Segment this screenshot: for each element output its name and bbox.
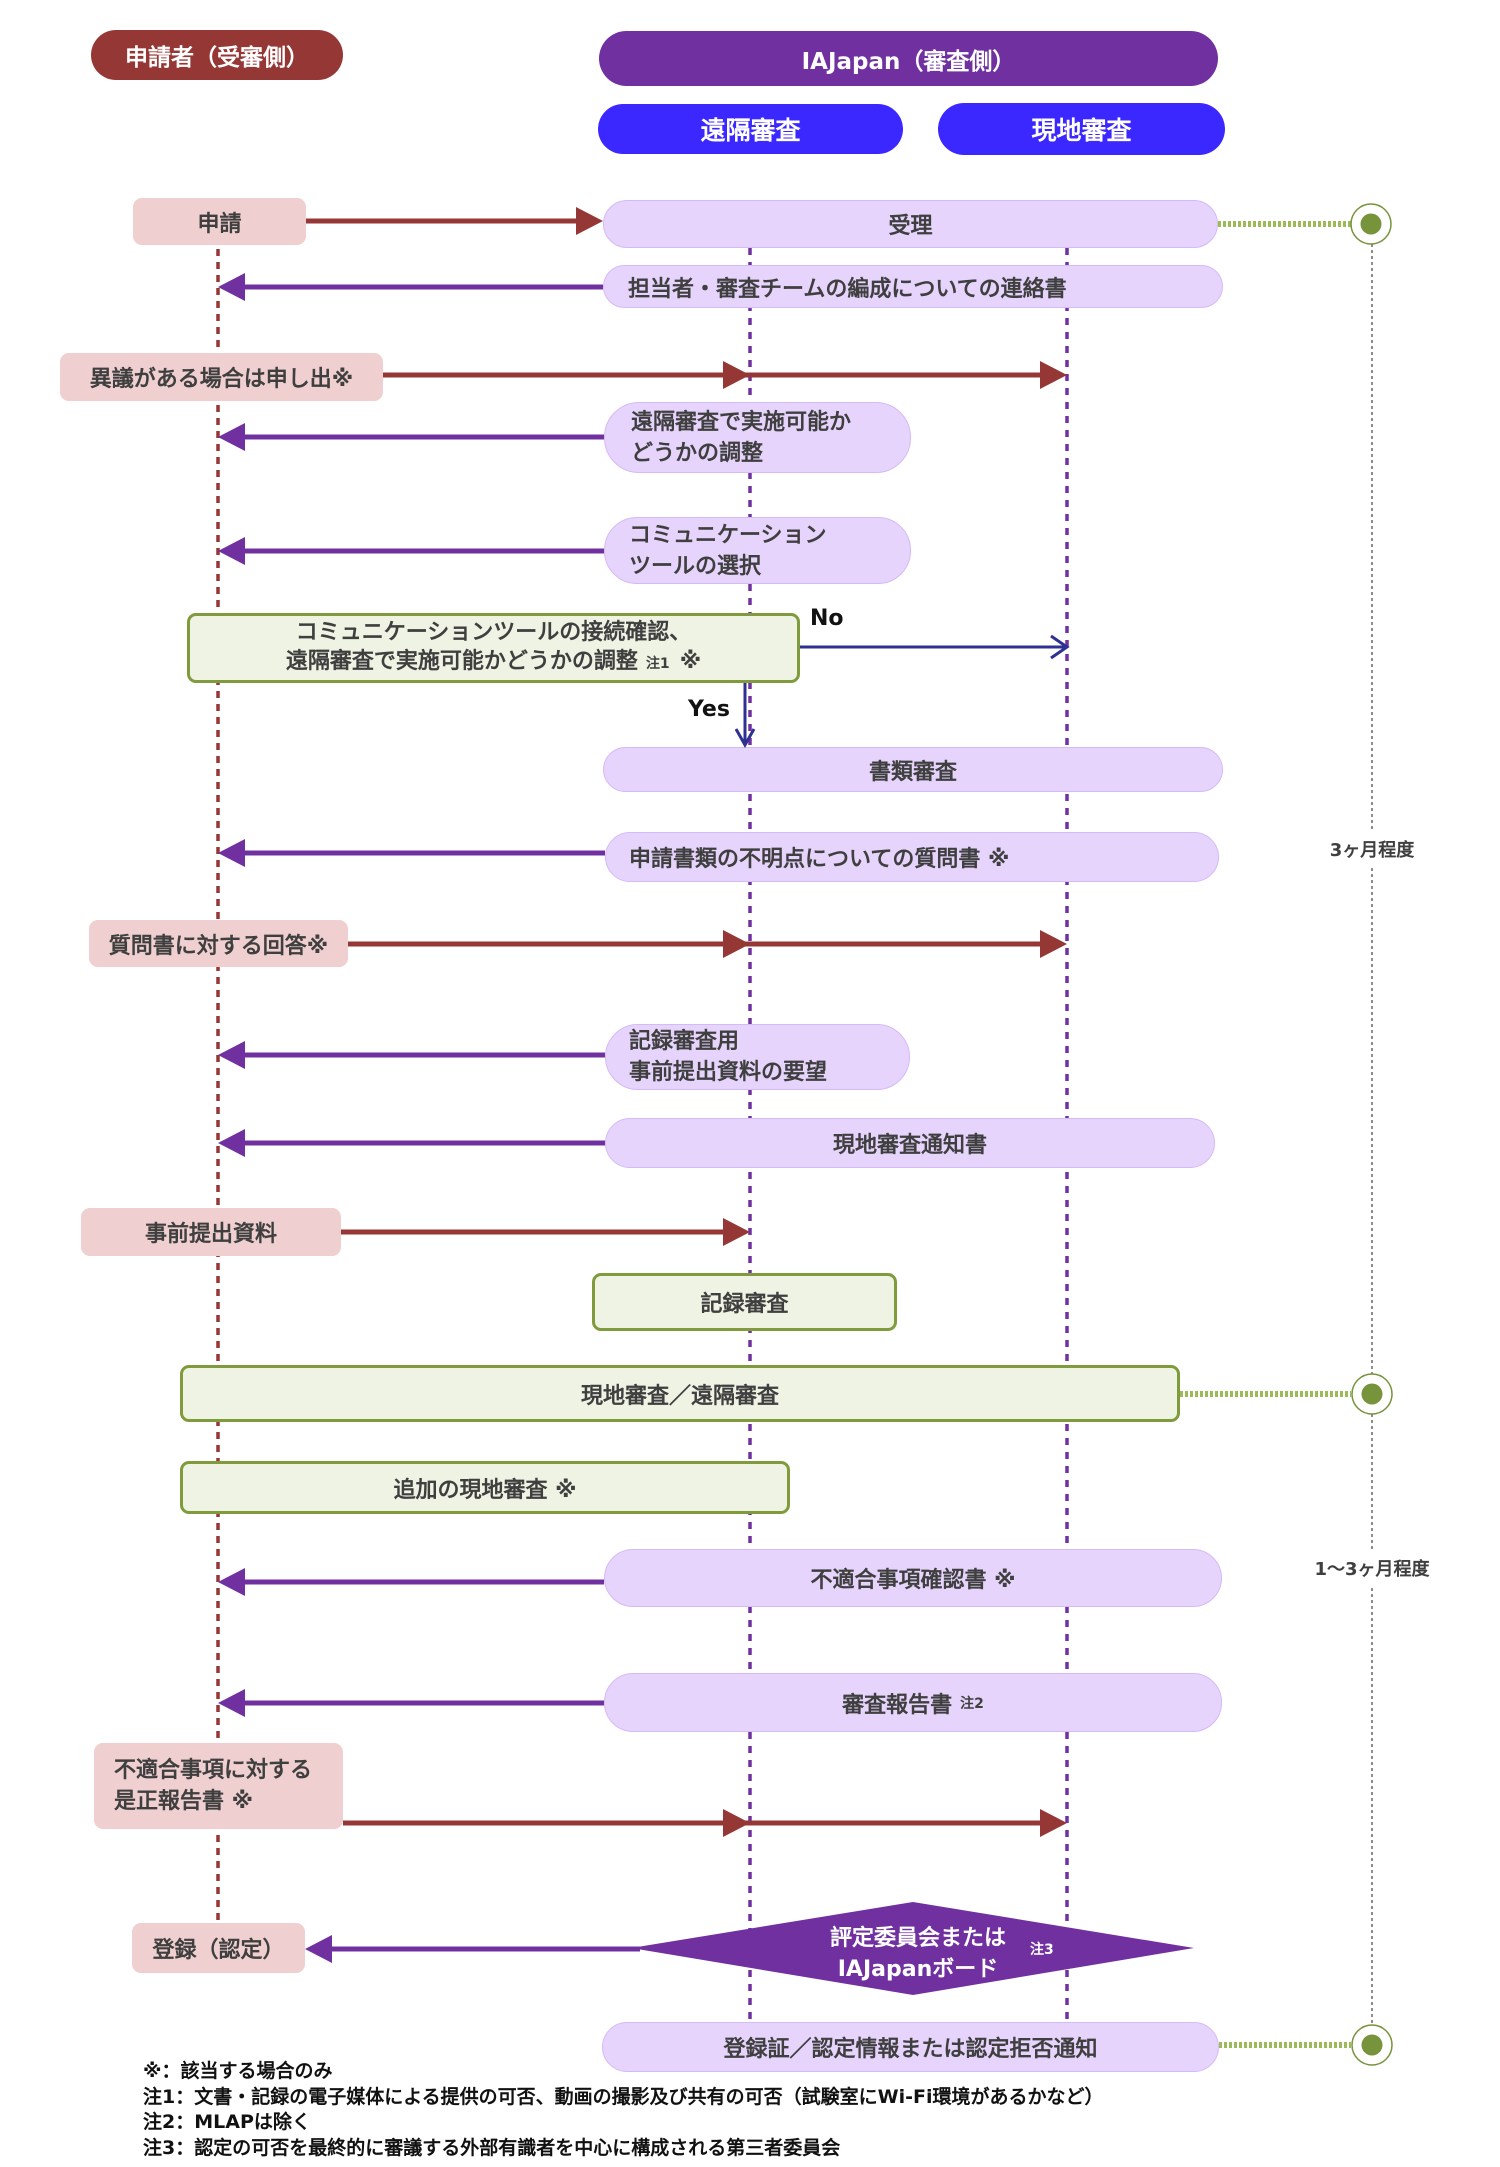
footnote-2: 注2：MLAPは除く (143, 2111, 311, 2133)
step-registration: 登録（認定） (132, 1923, 305, 1973)
step-objection: 異議がある場合は申し出※ (60, 353, 383, 401)
step-record-review: 記録審査 (592, 1273, 897, 1331)
board-line2: IAJapanボード (837, 1957, 999, 1982)
audit-report-note: 注2 (960, 1695, 984, 1712)
footnote-3: 注3：認定の可否を最終的に審議する外部有識者を中心に構成される第三者委員会 (143, 2136, 841, 2159)
arrow-registration (305, 1935, 640, 1963)
step-audit-report: 審査報告書 注2 (604, 1673, 1222, 1732)
arrow-decision-yes (734, 683, 756, 749)
connection-check-line1: コミュニケーションツールの接続確認、 (295, 619, 692, 645)
arrow-team-notice (218, 273, 603, 301)
connection-check-mark: ※ (679, 648, 702, 674)
milestone-marker-end (1351, 2024, 1393, 2066)
arrow-objection (383, 361, 1067, 389)
arrow-question-letter (218, 839, 605, 867)
arrow-onsite-notice (218, 1129, 605, 1157)
step-application: 申請 (133, 198, 306, 245)
step-audit: 現地審査／遠隔審査 (180, 1365, 1180, 1422)
connection-check-line2: 遠隔審査で実施可能かどうかの調整 (285, 648, 638, 674)
step-remote-feasibility: 遠隔審査で実施可能か どうかの調整 (604, 402, 911, 473)
connection-check-line2-wrap: 遠隔審査で実施可能かどうかの調整注1 ※ (286, 647, 701, 679)
step-result-notice: 登録証／認定情報または認定拒否通知 (602, 2022, 1219, 2072)
step-acceptance: 受理 (603, 200, 1218, 248)
arrow-audit-report (218, 1689, 604, 1717)
footnotes: ※：該当する場合のみ 注1：文書・記録の電子媒体による提供の可否、動画の撮影及び… (143, 2059, 1104, 2161)
connection-check-note: 注1 (645, 655, 670, 672)
onsite-audit-header: 現地審査 (938, 103, 1225, 155)
arrow-remote-feasibility (218, 423, 604, 451)
arrow-decision-no (800, 634, 1070, 660)
arrow-application-to-acceptance (306, 207, 603, 235)
decision-no-label: No (810, 606, 844, 631)
board-note: 注3 (1030, 1942, 1054, 1958)
step-connection-check: コミュニケーションツールの接続確認、 遠隔審査で実施可能かどうかの調整注1 ※ (187, 613, 800, 683)
footnote-applicable: ※：該当する場合のみ (143, 2060, 333, 2082)
board-decision-diamond (631, 1902, 1194, 1995)
remote-feasibility-line2: どうかの調整 (631, 440, 764, 466)
board-line1: 評定委員会または (829, 1926, 1006, 1951)
arrow-pre-submission-request (218, 1041, 605, 1069)
tool-selection-line1: コミュニケーション (629, 522, 827, 548)
corrective-report-line1: 不適合事項に対する (114, 1758, 313, 1783)
corrective-report-line2: 是正報告書 ※ (114, 1789, 254, 1814)
arrow-corrective-report (343, 1809, 1067, 1837)
period-label-1: 3ヶ月程度 (1327, 832, 1417, 866)
step-team-notice: 担当者・審査チームの編成についての連絡書 (603, 265, 1223, 308)
step-pre-submission: 事前提出資料 (81, 1208, 341, 1256)
step-additional-audit: 追加の現地審査 ※ (180, 1461, 790, 1514)
step-tool-selection: コミュニケーション ツールの選択 (604, 517, 911, 584)
tool-selection-line2: ツールの選択 (629, 553, 762, 579)
period-label-2: 1～3ヶ月程度 (1312, 1551, 1432, 1585)
applicant-lane-header: 申請者（受審側） (91, 30, 343, 80)
arrow-answer (348, 930, 1067, 958)
arrow-pre-submission (341, 1218, 750, 1246)
step-corrective-report: 不適合事項に対する 是正報告書 ※ (94, 1743, 343, 1829)
step-answer: 質問書に対する回答※ (89, 920, 348, 967)
remote-audit-header: 遠隔審査 (598, 104, 903, 154)
step-onsite-notice: 現地審査通知書 (605, 1118, 1215, 1168)
reviewer-lane-header: IAJapan（審査側） (599, 31, 1218, 86)
footnote-1: 注1：文書・記録の電子媒体による提供の可否、動画の撮影及び共有の可否（試験室にW… (143, 2085, 1104, 2108)
step-question-letter: 申請書類の不明点についての質問書 ※ (605, 832, 1219, 882)
pre-submission-request-line1: 記録審査用 (629, 1029, 740, 1054)
step-pre-submission-request: 記録審査用 事前提出資料の要望 (605, 1024, 910, 1090)
milestone-marker-audit (1351, 1373, 1393, 1415)
decision-yes-label: Yes (688, 697, 730, 722)
milestone-marker-start (1350, 203, 1392, 245)
pre-submission-request-line2: 事前提出資料の要望 (629, 1060, 828, 1085)
arrow-nonconformity-confirmation (218, 1568, 604, 1596)
arrow-tool-selection (218, 537, 604, 565)
audit-report-label: 審査報告書 (842, 1692, 953, 1718)
step-nonconformity-confirmation: 不適合事項確認書 ※ (604, 1549, 1222, 1607)
step-document-review: 書類審査 (603, 747, 1223, 792)
remote-feasibility-line1: 遠隔審査で実施可能か (631, 409, 852, 435)
